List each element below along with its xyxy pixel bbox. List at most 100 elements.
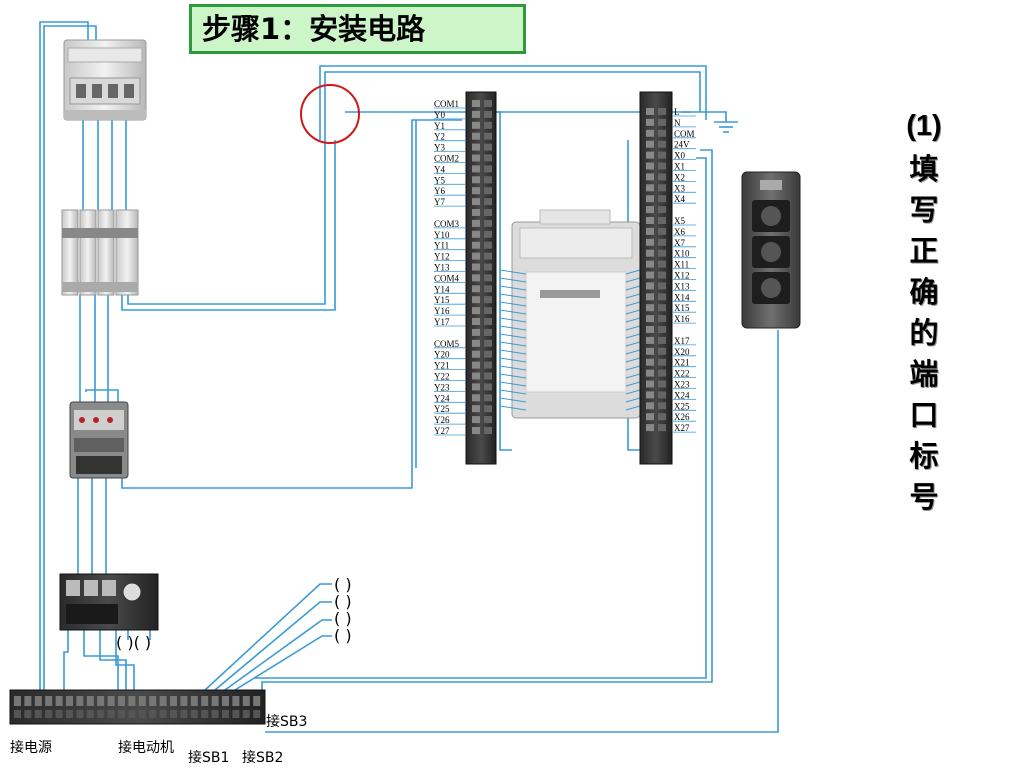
terminal-screw xyxy=(646,129,654,137)
thermal-relay xyxy=(59,573,159,631)
terminal-screw xyxy=(472,274,480,282)
plc-terminal-label: Y17 xyxy=(434,317,450,327)
strip-terminal xyxy=(159,710,167,718)
terminal-screw xyxy=(472,154,480,162)
terminal-screw xyxy=(646,217,654,224)
terminal-screw xyxy=(658,118,666,126)
plc-terminal-label: Y6 xyxy=(434,186,445,196)
plc-lead xyxy=(625,309,641,315)
strip-terminal xyxy=(201,710,209,718)
terminal-screw xyxy=(472,263,480,271)
terminal-screw xyxy=(646,238,654,246)
plc-terminal-label: X1 xyxy=(674,162,685,172)
terminal-screw xyxy=(484,121,492,129)
plc-terminal-label: X2 xyxy=(674,172,685,182)
terminal-screw xyxy=(658,282,666,290)
terminal-screw xyxy=(484,132,492,140)
strip-terminal xyxy=(211,710,219,718)
plc-lead xyxy=(625,405,641,411)
plc-terminal-label: X6 xyxy=(674,227,685,237)
strip-terminal xyxy=(180,710,188,718)
strip-terminal xyxy=(149,710,157,718)
relay-blank-slots: ( )( ) xyxy=(116,633,151,652)
terminal-screw xyxy=(472,318,480,325)
plc-lead xyxy=(499,381,527,387)
terminal-screw xyxy=(472,241,480,249)
step-title: 步骤1：安装电路 xyxy=(189,4,526,54)
step-number: (1) xyxy=(906,110,942,142)
terminal-screw xyxy=(484,230,492,238)
terminal-screw xyxy=(472,209,480,216)
plc-terminal-label: X17 xyxy=(674,336,690,346)
instruction-char: 写 xyxy=(909,193,939,227)
plc-lead xyxy=(499,293,527,299)
plc-terminal-label: X20 xyxy=(674,347,690,357)
strip-terminal xyxy=(242,710,250,718)
terminal-screw xyxy=(658,129,666,137)
side-instruction: (1) 填 写 正 确 的 端 口 标 号 xyxy=(896,106,952,518)
plc-terminal-label: X25 xyxy=(674,401,690,411)
label-sb3: 接SB3 xyxy=(266,713,307,730)
plc-unit xyxy=(499,209,641,419)
terminal-screw xyxy=(472,405,480,413)
plc-terminal-label: X4 xyxy=(674,194,685,204)
terminal-screw xyxy=(472,219,480,227)
plc-terminal-label: Y11 xyxy=(434,241,449,251)
terminal-screw xyxy=(484,350,492,358)
terminal-screw xyxy=(472,285,480,293)
plc-terminal-label: X24 xyxy=(674,390,690,400)
plc-lead xyxy=(499,317,527,323)
terminal-screw xyxy=(484,394,492,402)
plc-terminal-label: Y3 xyxy=(434,143,445,153)
strip-terminal xyxy=(76,710,84,718)
terminal-screw xyxy=(484,263,492,271)
plc-lead xyxy=(499,309,527,315)
strip-terminal xyxy=(97,696,105,706)
strip-terminal xyxy=(232,696,240,706)
terminal-screw xyxy=(658,108,666,115)
label-power: 接电源 xyxy=(10,739,52,756)
terminal-screw xyxy=(646,151,654,159)
terminal-screw xyxy=(484,405,492,413)
terminal-screw xyxy=(658,227,666,235)
plc-terminal-label: COM2 xyxy=(434,154,459,164)
plc-lead xyxy=(499,341,527,347)
terminal-screw xyxy=(646,347,654,355)
terminal-screw xyxy=(646,227,654,235)
plc-terminal-label: COM4 xyxy=(434,273,460,283)
terminal-screw xyxy=(646,271,654,279)
terminal-screw xyxy=(484,241,492,249)
instruction-char: 确 xyxy=(909,275,939,309)
terminal-screw xyxy=(472,132,480,140)
plc-left-terminal-block: COM1Y0Y1Y2Y3COM2Y4Y5Y6Y7COM3Y10Y11Y12Y13… xyxy=(434,91,497,465)
strip-terminal xyxy=(86,710,94,718)
plc-terminal-label: Y0 xyxy=(434,110,445,120)
terminal-screw xyxy=(646,162,654,170)
terminal-screw xyxy=(658,380,666,388)
label-sb1: 接SB1 xyxy=(188,749,229,766)
terminal-screw xyxy=(472,350,480,358)
terminal-screw xyxy=(472,121,480,129)
strip-terminal xyxy=(222,710,229,718)
terminal-screw xyxy=(658,413,666,421)
plc-terminal-label: Y25 xyxy=(434,404,450,414)
plc-lead xyxy=(499,397,527,403)
terminal-screw xyxy=(472,394,480,402)
terminal-screw xyxy=(646,358,654,366)
plc-terminal-label: Y2 xyxy=(434,132,445,142)
strip-terminal xyxy=(34,696,42,706)
fuse-block xyxy=(61,209,139,296)
plc-terminal-label: Y21 xyxy=(434,361,450,371)
strip-terminal xyxy=(211,696,219,706)
plc-terminal-label: Y16 xyxy=(434,306,450,316)
plc-lead xyxy=(499,389,527,395)
plc-terminal-label: X26 xyxy=(674,412,690,422)
terminal-screw xyxy=(658,326,666,333)
terminal-screw xyxy=(472,252,480,260)
plc-terminal-label: Y26 xyxy=(434,415,450,425)
terminal-screw xyxy=(658,162,666,170)
strip-terminal xyxy=(253,696,261,706)
plc-terminal-label: Y22 xyxy=(434,372,450,382)
plc-terminal-label: COM xyxy=(674,129,695,139)
plc-lead xyxy=(625,397,641,403)
